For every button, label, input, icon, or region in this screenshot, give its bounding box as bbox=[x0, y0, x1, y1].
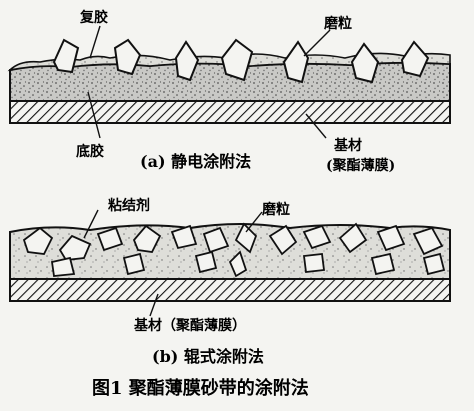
leader-binder bbox=[83, 209, 99, 239]
abrasive-grain bbox=[370, 252, 396, 276]
abrasive-grain bbox=[122, 252, 146, 276]
leader-abrasive-b bbox=[245, 211, 263, 233]
abrasive-grain bbox=[302, 253, 326, 273]
abrasive-grain bbox=[202, 226, 230, 254]
caption-b: (b) 辊式涂附法 bbox=[152, 347, 264, 366]
abrasive-grain bbox=[234, 222, 258, 254]
leader-top-coat bbox=[89, 25, 101, 59]
label-binder: 粘结剂 bbox=[108, 197, 150, 214]
abrasive-grain bbox=[412, 226, 444, 256]
abrasive-grain bbox=[422, 252, 446, 276]
abrasive-grain bbox=[52, 38, 80, 74]
label-base-coat: 底胶 bbox=[76, 143, 104, 160]
abrasive-grain bbox=[220, 38, 254, 82]
label-substrate-a-sub: (聚酯薄膜) bbox=[326, 157, 395, 174]
label-abrasive-a: 磨粒 bbox=[324, 15, 352, 32]
label-top-coat: 复胶 bbox=[79, 9, 108, 26]
abrasive-grain bbox=[350, 42, 380, 84]
abrasive-grain bbox=[132, 224, 162, 253]
abrasive-grain bbox=[50, 256, 76, 277]
abrasive-grain bbox=[268, 224, 298, 256]
diagram-a: 复胶 磨粒 底胶 基材 (聚酯薄膜) (a) 静电涂附法 bbox=[7, 9, 451, 174]
diagram-b: 粘结剂 磨粒 基材（聚酯薄膜） (b) 辊式涂附法 bbox=[9, 197, 451, 366]
abrasive-grain bbox=[400, 40, 430, 78]
abrasive-grain bbox=[113, 38, 142, 76]
abrasive-grain bbox=[338, 222, 368, 254]
label-substrate-b: 基材（聚酯薄膜） bbox=[134, 317, 246, 334]
leader-base-coat bbox=[87, 91, 101, 139]
abrasive-grain bbox=[194, 250, 218, 274]
abrasive-grain bbox=[22, 226, 54, 255]
leader-abrasive-a bbox=[303, 29, 331, 57]
caption-a: (a) 静电涂附法 bbox=[140, 152, 251, 171]
figure-title: 图1 聚酯薄膜砂带的涂附法 bbox=[92, 377, 309, 399]
leader-substrate-b bbox=[149, 293, 159, 317]
abrasive-grain bbox=[170, 224, 198, 250]
abrasive-grain bbox=[302, 224, 332, 250]
label-abrasive-b: 磨粒 bbox=[262, 201, 290, 218]
substrate-layer-b bbox=[9, 278, 451, 302]
abrasive-grain bbox=[228, 250, 248, 278]
abrasive-grain bbox=[174, 40, 200, 82]
abrasive-grain bbox=[282, 40, 310, 84]
leader-substrate-a bbox=[305, 113, 327, 139]
abrasive-grain bbox=[376, 224, 406, 252]
abrasive-grain bbox=[96, 226, 124, 252]
substrate-layer-a bbox=[9, 100, 451, 124]
label-substrate-a: 基材 bbox=[334, 137, 362, 154]
